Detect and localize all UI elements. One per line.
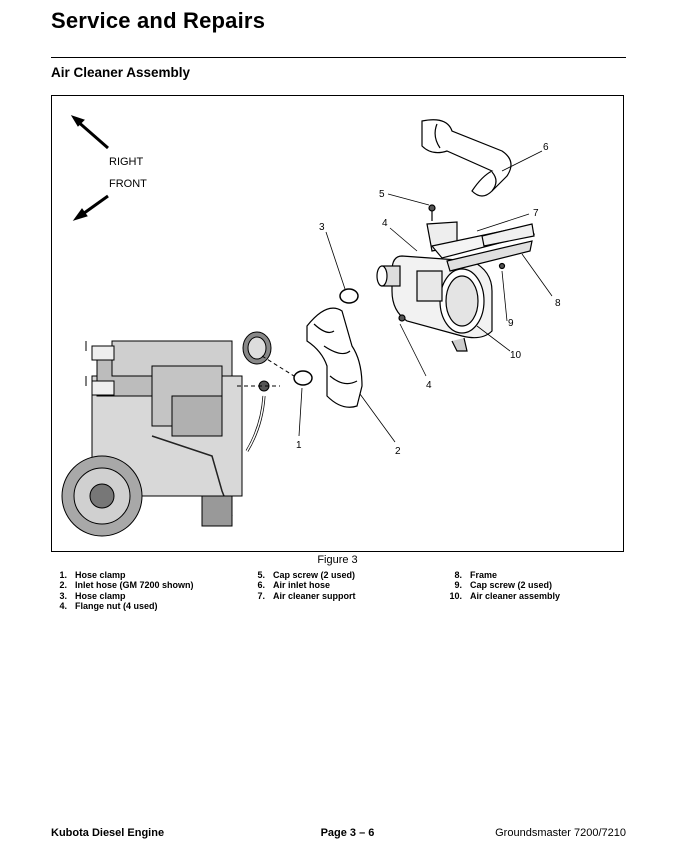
footer-left: Kubota Diesel Engine: [51, 827, 165, 839]
footer-right: Groundsmaster 7200/7210: [495, 827, 626, 839]
legend-item: 6.Air inlet hose: [257, 580, 331, 591]
callout-label: 3: [319, 222, 325, 233]
leader-lines: [298, 150, 553, 443]
hose-clamp-3: [339, 288, 359, 304]
legend-column-1: 1.Hose clamp 2.Inlet hose (GM 7200 shown…: [51, 570, 194, 612]
legend-item: 5.Cap screw (2 used): [257, 570, 356, 580]
legend-item: 8.Frame: [454, 570, 498, 580]
legend-column-3: 8.Frame 9.Cap screw (2 used) 10.Air clea…: [446, 570, 560, 601]
support-and-frame-drawing: [426, 204, 536, 272]
callout-label: 4: [426, 380, 432, 391]
legend-column-2: 5.Cap screw (2 used) 6.Air inlet hose 7.…: [249, 570, 356, 601]
exploded-view-figure: RIGHT FRONT: [51, 95, 624, 552]
legend-item: 3.Hose clamp: [59, 590, 126, 601]
connection-dash: [237, 355, 303, 387]
direction-arrows: [70, 115, 109, 221]
legend-item: 2.Inlet hose (GM 7200 shown): [59, 580, 194, 591]
engine-drawing: [61, 331, 272, 537]
callout-label: 10: [510, 350, 522, 361]
legend-item: 4.Flange nut (4 used): [59, 601, 158, 612]
air-cleaner-illustration: RIGHT FRONT: [61, 115, 561, 537]
air-inlet-hose-drawing: [421, 119, 512, 197]
legend-item: 1.Hose clamp: [59, 570, 126, 580]
inlet-hose-drawing: [306, 307, 363, 408]
callout-label: 4: [382, 218, 388, 229]
page-title: Service and Repairs: [51, 8, 266, 33]
legend-item: 7.Air cleaner support: [257, 590, 356, 601]
section-title: Air Cleaner Assembly: [51, 65, 191, 80]
callout-label: 8: [555, 298, 561, 309]
page-number: Page 3 – 6: [320, 827, 375, 839]
callout-label: 9: [508, 318, 514, 329]
callout-label: 5: [379, 189, 385, 200]
legend-item: 9.Cap screw (2 used): [454, 580, 553, 591]
air-cleaner-drawing: [376, 255, 493, 352]
title-rule: [51, 57, 626, 58]
hose-clamp-1: [293, 370, 313, 386]
callout-label: 1: [296, 440, 302, 451]
direction-right-label: RIGHT: [109, 156, 144, 168]
callout-label: 6: [543, 142, 549, 153]
direction-front-label: FRONT: [109, 178, 147, 190]
callout-label: 7: [533, 208, 539, 219]
callout-label: 2: [395, 446, 401, 457]
figure-caption: Figure 3: [317, 554, 358, 566]
legend-item: 10.Air cleaner assembly: [449, 590, 561, 601]
